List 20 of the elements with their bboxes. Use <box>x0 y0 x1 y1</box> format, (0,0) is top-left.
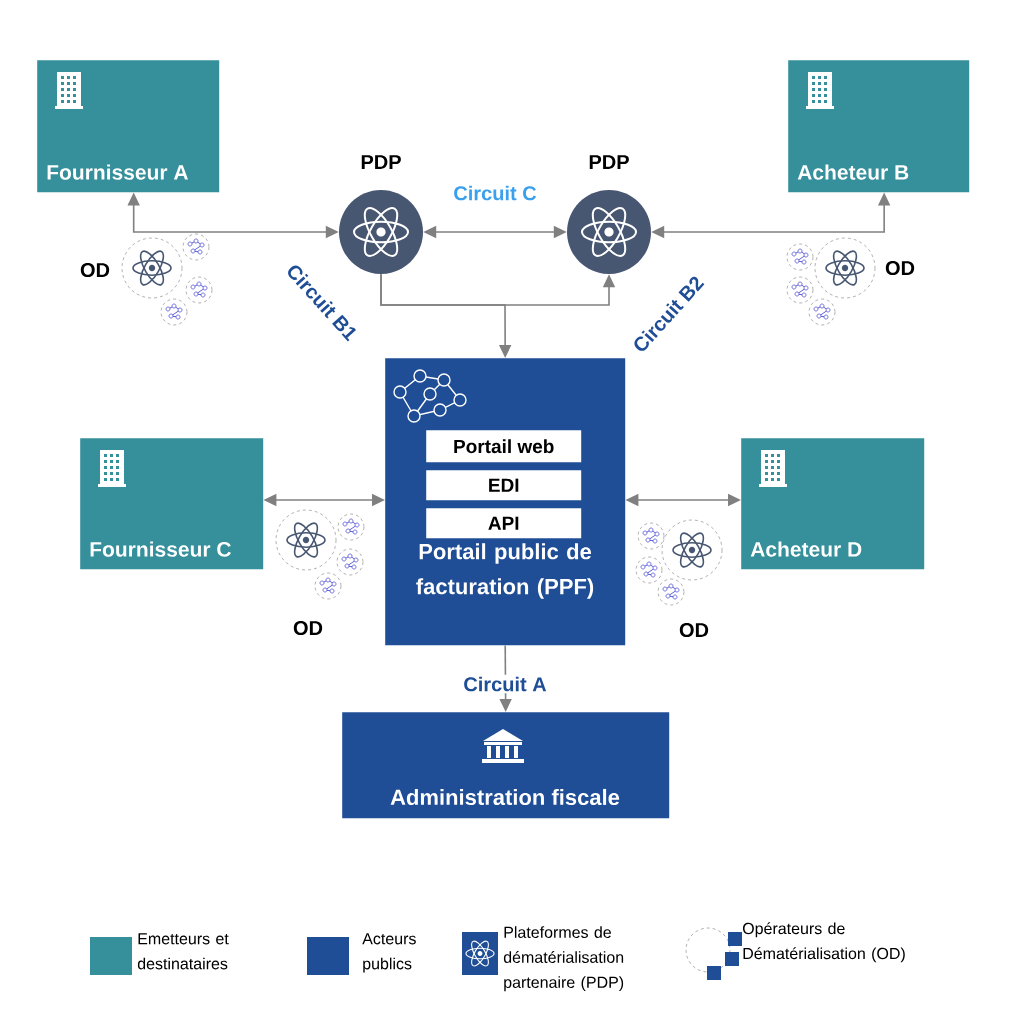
legend-label: Opérateurs de Dématérialisation (OD) <box>742 922 905 963</box>
interface-box: API <box>426 508 582 539</box>
legend-label: Acteurs publics <box>362 933 416 973</box>
od-label: OD <box>293 620 323 636</box>
interface-box: EDI <box>426 470 582 501</box>
actor-box: Acheteur B <box>788 60 970 193</box>
node-label: PDP <box>361 155 401 169</box>
legend-label: Plateformes de dématérialisation partenaire (PDP) <box>503 926 624 992</box>
edge-label: Circuit C <box>451 183 539 203</box>
od-label: OD <box>80 262 110 278</box>
legend-label: Emetteurs et destinataires <box>137 933 229 970</box>
actor-box: Fournisseur A <box>37 60 220 193</box>
od-label: OD <box>679 622 709 638</box>
actor-box: Acheteur D <box>741 438 925 570</box>
od-label: OD <box>885 260 915 276</box>
node-label: PDP <box>589 155 629 169</box>
administration-box: Administration fiscale <box>342 712 670 819</box>
actor-box: Fournisseur C <box>80 438 264 570</box>
interface-box: Portail web <box>426 430 582 463</box>
edge-label: Circuit A <box>461 674 549 694</box>
